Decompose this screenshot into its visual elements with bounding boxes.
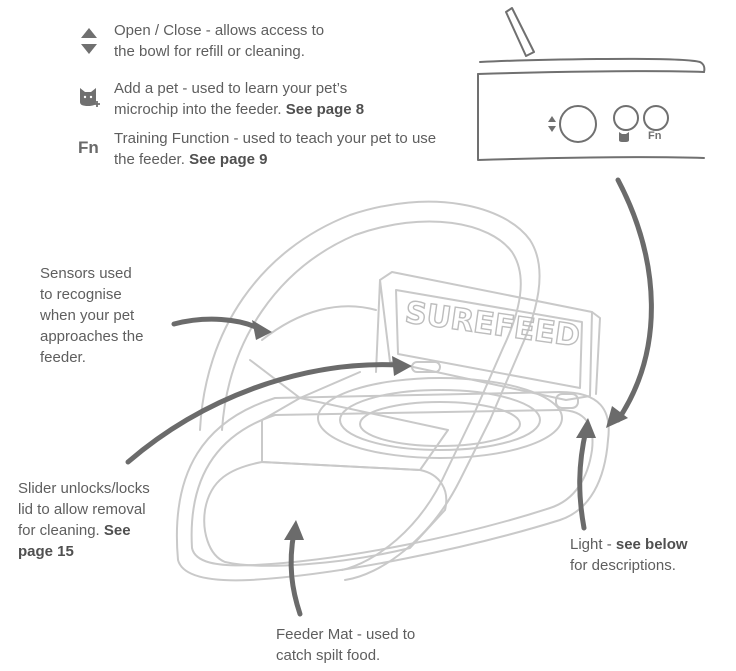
open-close-arrows-icon-svg [81,28,97,54]
legend-training-line1: Training Function - used to teach your p… [114,130,437,147]
legend-open-close-line1: Open / Close - allows access to [114,22,325,39]
legend-add-pet-page-ref: See page 8 [285,101,365,118]
cat-plus-icon-svg [80,88,100,107]
callout-sensors-line: feeder. [40,349,86,366]
callout-sensors: Sensors used to recognise when your pet … [40,263,143,368]
callout-slider-text: for cleaning. [18,522,100,539]
callout-light-text: Light - [570,536,616,553]
fn-icon: Fn [78,138,99,157]
legend-add-pet-line2-text: microchip into the feeder. [114,101,282,118]
callout-slider-line: for cleaning. See [18,520,150,541]
callout-light-ref: see below [615,536,688,553]
cat-plus-icon [78,86,102,110]
callout-sensors-line: approaches the [40,328,144,345]
legend-add-pet-line1: Add a pet - used to learn your pet’s [114,80,348,97]
callout-slider-see: See [103,522,131,539]
callout-light-line1: Light - see below [570,534,688,555]
panel-cat-icon-svg [619,132,629,142]
callout-sensors-line: Sensors used [40,265,132,282]
callout-mat-line: Feeder Mat - used to [276,626,416,643]
legend-open-close: Open / Close - allows access to the bowl… [114,20,324,62]
panel-cat-icon [618,130,632,142]
legend-add-pet-line2: microchip into the feeder. See page 8 [114,99,364,120]
callout-mat-line: catch spilt food. [276,647,381,664]
callout-mat: Feeder Mat - used to catch spilt food. [276,624,415,666]
legend-training-page-ref: See page 9 [189,151,268,168]
legend-training-line2-text: the feeder. [114,151,185,168]
callout-sensors-line: to recognise [40,286,122,303]
callout-slider-line: Slider unlocks/locks [18,480,150,497]
callout-sensors-line: when your pet [40,307,135,324]
panel-fn-label: Fn [648,130,662,142]
legend-add-pet: Add a pet - used to learn your pet’s mic… [114,78,364,120]
callout-light: Light - see below for descriptions. [570,534,688,576]
callout-slider-page-ref: page 15 [18,543,74,560]
legend-training-line2: the feeder. See page 9 [114,149,436,170]
legend-open-close-line2: the bowl for refill or cleaning. [114,43,305,60]
callout-slider: Slider unlocks/locks lid to allow remova… [18,478,150,562]
open-close-arrows-icon [79,26,103,54]
callout-slider-line: page 15 [18,541,150,562]
legend-training: Training Function - used to teach your p… [114,128,436,170]
callout-slider-line: lid to allow removal [18,501,146,518]
callout-light-line2: for descriptions. [570,557,676,574]
